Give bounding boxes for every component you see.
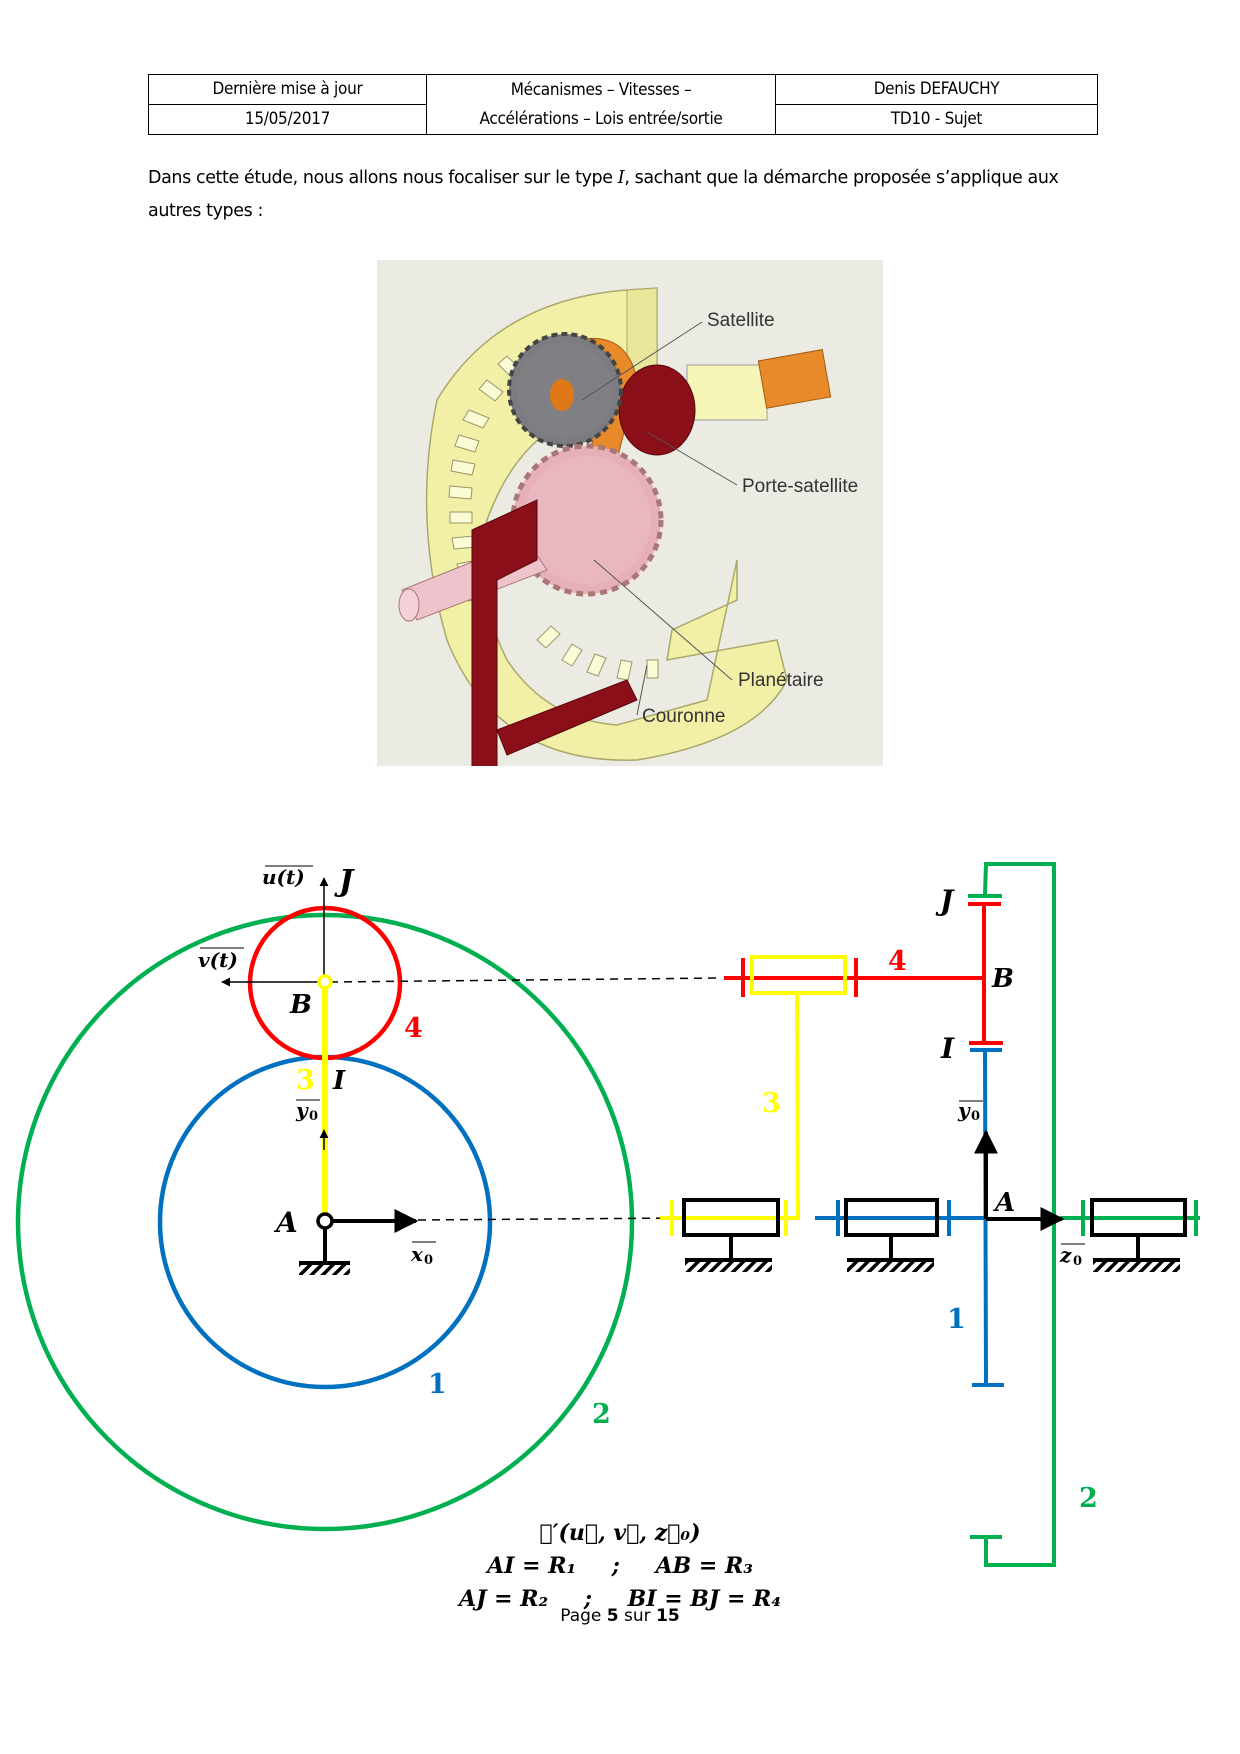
right-view: J 4 B I y 0 3 A z 0 1 2 xyxy=(660,862,1200,1567)
right-solid-2-number: 2 xyxy=(1079,1483,1098,1514)
type-symbol: I xyxy=(617,168,625,188)
point-B-label: B xyxy=(289,990,312,1020)
satellite-axle xyxy=(550,379,574,411)
page-footer: Page 5 sur 15 xyxy=(0,1606,1240,1626)
page-number: 5 xyxy=(606,1606,619,1626)
frame-bottom xyxy=(496,679,638,756)
solid-4-number: 4 xyxy=(404,1013,423,1044)
svg-text:z: z xyxy=(1059,1243,1072,1267)
svg-text:y: y xyxy=(957,1098,971,1122)
label-porte-satellite: Porte-satellite xyxy=(742,476,858,497)
last-update-label: Dernière mise à jour xyxy=(148,74,427,105)
right-point-A-label: A xyxy=(992,1188,1015,1218)
carrier-3-arm xyxy=(660,992,801,1220)
of-word: sur xyxy=(624,1606,651,1626)
page-word: Page xyxy=(560,1606,602,1626)
author-name: Denis DEFAUCHY xyxy=(775,74,1098,105)
label-couronne: Couronne xyxy=(642,706,725,727)
right-z0-vector-label: z 0 xyxy=(1059,1243,1085,1269)
formula-line-1: AI = R₁ ; AB = R₃ xyxy=(0,1553,1240,1579)
carrier-3-pivot-housing xyxy=(750,955,847,995)
solid-2-number: 2 xyxy=(592,1399,611,1430)
x0-vector-label: x 0 xyxy=(410,1241,436,1268)
solid-1-number: 1 xyxy=(428,1369,447,1400)
bearing-3 xyxy=(682,1198,780,1272)
ring-gear-2-circle xyxy=(15,912,635,1532)
formula-line-2: AJ = R₂ ; BI = BJ = R₄ xyxy=(0,1586,1240,1612)
output-sleeve xyxy=(686,364,768,421)
leader-lines xyxy=(581,321,738,716)
document-header-table: Dernière mise à jour Mécanismes – Vitess… xyxy=(148,74,1098,135)
ground-hatch xyxy=(299,1265,350,1275)
sun-gear-body xyxy=(523,456,651,584)
svg-text:0: 0 xyxy=(424,1253,433,1268)
right-solid-3-number: 3 xyxy=(762,1088,781,1119)
projection-line-A xyxy=(417,1217,681,1221)
document-name: TD10 - Sujet xyxy=(775,104,1098,135)
v-vector-label: v(t) xyxy=(198,948,238,972)
course-title-line2: Accélérations – Lois entrée/sortie xyxy=(479,108,723,129)
solid-3-number: 3 xyxy=(296,1065,315,1096)
formula-AI: AI = R₁ xyxy=(487,1553,577,1579)
total-pages: 15 xyxy=(656,1606,680,1626)
gear-illustration-svg: Satellite Porte-satellite Planétaire Cou… xyxy=(398,287,858,766)
projection-line-B xyxy=(329,977,723,983)
input-shaft-end xyxy=(398,588,420,622)
point-A-label: A xyxy=(273,1206,298,1239)
left-view: J u(t) v(t) B 4 3 I y 0 A x 0 1 2 xyxy=(15,864,723,1532)
svg-text:0: 0 xyxy=(309,1109,318,1124)
course-title: Mécanismes – Vitesses – Accélérations – … xyxy=(426,74,776,135)
point-I-label: I xyxy=(332,1066,346,1096)
bearing-right xyxy=(618,364,696,456)
right-point-B-label: B xyxy=(991,964,1014,994)
svg-text:0: 0 xyxy=(1073,1254,1082,1269)
course-title-line1: Mécanismes – Vitesses – xyxy=(510,79,692,100)
right-solid-1-number: 1 xyxy=(947,1304,966,1335)
pivot-B xyxy=(317,974,333,990)
output-shaft xyxy=(757,349,832,409)
u-vector-label: u(t) xyxy=(262,865,305,889)
point-J-label: J xyxy=(334,864,355,899)
basis-formula: 𝕭′(u⃗, v⃗, z⃗₀) xyxy=(539,1520,701,1546)
formula-separator: ; xyxy=(583,1586,592,1612)
bearing-2 xyxy=(1090,1198,1187,1272)
formula-BI-BJ: BI = BJ = R₄ xyxy=(627,1586,781,1612)
formula-AB: AB = R₃ xyxy=(655,1553,753,1579)
planetary-gear-illustration: Satellite Porte-satellite Planétaire Cou… xyxy=(377,260,883,766)
bearing-1 xyxy=(844,1198,939,1272)
pivot-A xyxy=(316,1212,334,1230)
formula-AJ: AJ = R₂ xyxy=(459,1586,549,1612)
right-point-I-label: I xyxy=(940,1032,955,1065)
intro-text-after: , sachant que la démarche proposée s’app… xyxy=(148,168,1059,221)
right-y0-vector-label: y 0 xyxy=(957,1098,983,1124)
right-point-J-label: J xyxy=(935,884,955,917)
last-update-date: 15/05/2017 xyxy=(148,104,427,135)
intro-text-before: Dans cette étude, nous allons nous focal… xyxy=(148,168,618,188)
frame-left xyxy=(471,499,538,766)
svg-text:x: x xyxy=(410,1242,424,1266)
svg-text:y: y xyxy=(295,1098,309,1122)
label-planetaire: Planétaire xyxy=(738,670,824,691)
label-satellite: Satellite xyxy=(707,310,775,331)
intro-paragraph: Dans cette étude, nous allons nous focal… xyxy=(148,162,1108,228)
y0-vector-label: y 0 xyxy=(295,1098,320,1124)
formula-separator: ; xyxy=(611,1553,620,1579)
right-solid-4-number: 4 xyxy=(888,946,907,977)
svg-text:0: 0 xyxy=(971,1109,980,1124)
